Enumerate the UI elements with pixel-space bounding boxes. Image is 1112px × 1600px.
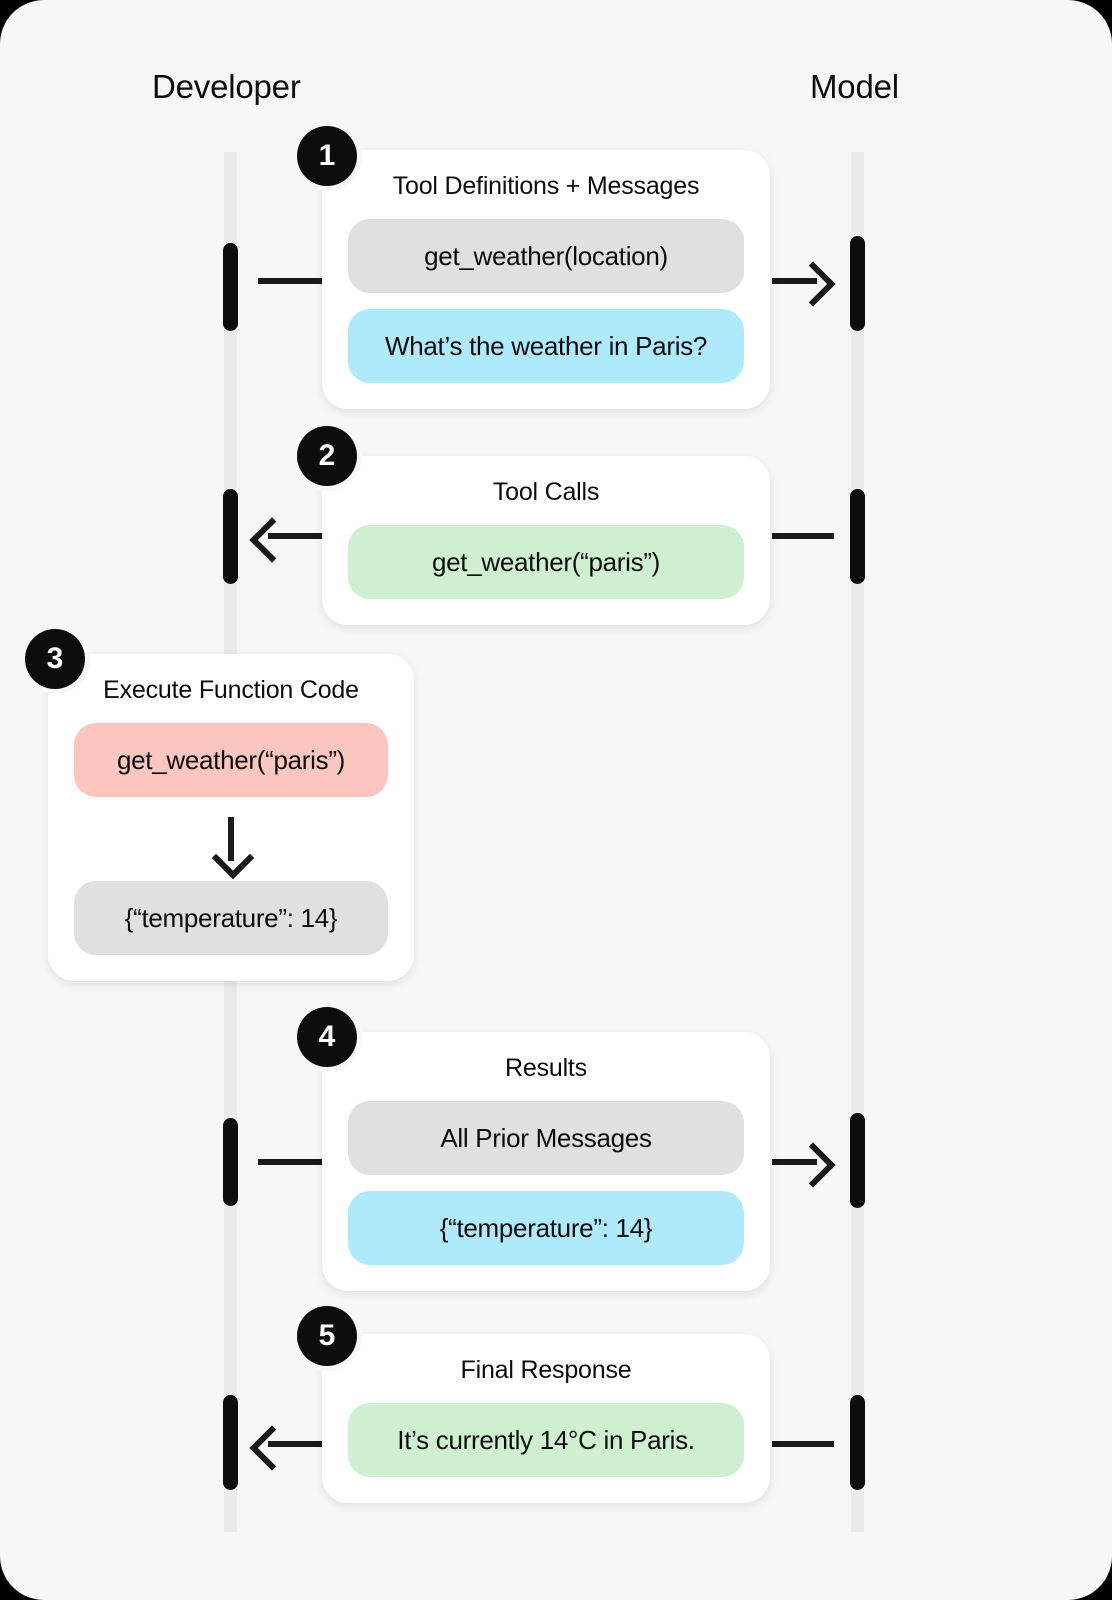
step-card-1[interactable]: Tool Definitions + Messages get_weather(… [322, 150, 770, 409]
arrow-line-step1-right [772, 278, 817, 284]
step-badge-1: 1 [297, 126, 357, 186]
step-card-5-chip-1: It’s currently 14°C in Paris. [348, 1403, 744, 1477]
step-card-1-title: Tool Definitions + Messages [392, 172, 700, 200]
column-header-model: Model [810, 68, 899, 105]
arrow-line-step5-left [268, 1441, 330, 1447]
step-card-4[interactable]: Results All Prior Messages {“temperature… [322, 1032, 770, 1291]
step-card-2[interactable]: Tool Calls get_weather(“paris”) [322, 456, 770, 625]
step-badge-3: 3 [25, 629, 85, 689]
step-badge-4: 4 [297, 1007, 357, 1067]
activation-bar-model-step5 [850, 1395, 865, 1490]
step-card-4-title: Results [505, 1054, 587, 1082]
step-card-3-title: Execute Function Code [103, 676, 359, 704]
activation-bar-developer-step5 [223, 1395, 238, 1490]
step-card-3-chip-1: get_weather(“paris”) [74, 723, 388, 797]
arrow-line-step1-left [258, 278, 328, 284]
step-card-1-chip-2: What’s the weather in Paris? [348, 309, 744, 383]
arrow-line-step5-right [772, 1441, 834, 1447]
step-badge-5: 5 [297, 1306, 357, 1366]
step-card-5[interactable]: Final Response It’s currently 14°C in Pa… [322, 1334, 770, 1503]
step-card-4-chip-2: {“temperature”: 14} [348, 1191, 744, 1265]
activation-bar-developer-step1 [223, 243, 238, 331]
arrow-head-step1-right-icon [790, 261, 836, 307]
activation-bar-developer-step2 [223, 489, 238, 584]
column-header-developer: Developer [152, 68, 301, 105]
arrow-head-step2-left-icon [249, 517, 295, 563]
arrow-line-step4-left [258, 1159, 328, 1165]
step-card-4-chip-1: All Prior Messages [348, 1101, 744, 1175]
step-card-2-title: Tool Calls [492, 478, 600, 506]
step-card-3-chip-2: {“temperature”: 14} [74, 881, 388, 955]
arrow-line-step2-left [268, 533, 330, 539]
arrow-line-step2-right [772, 533, 834, 539]
lifeline-model [851, 152, 864, 1532]
arrow-head-step5-left-icon [249, 1425, 295, 1471]
step-card-1-chip-1: get_weather(location) [348, 219, 744, 293]
activation-bar-developer-step4 [223, 1118, 238, 1206]
step-card-5-title: Final Response [460, 1356, 632, 1384]
arrow-line-step4-right [772, 1159, 817, 1165]
arrow-head-step4-right-icon [790, 1142, 836, 1188]
activation-bar-model-step2 [850, 489, 865, 584]
down-arrow-icon [74, 813, 388, 880]
activation-bar-model-step1 [850, 236, 865, 331]
step-badge-2: 2 [297, 426, 357, 486]
step-card-2-chip-1: get_weather(“paris”) [348, 525, 744, 599]
step-card-3[interactable]: Execute Function Code get_weather(“paris… [48, 654, 414, 981]
activation-bar-model-step4 [850, 1113, 865, 1208]
